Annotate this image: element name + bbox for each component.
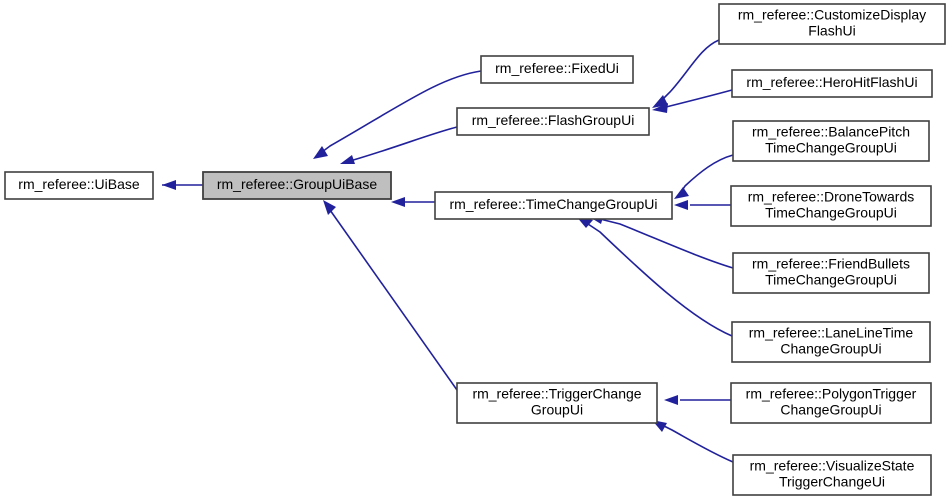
node-box[interactable] <box>456 107 650 136</box>
edge-line <box>663 425 734 463</box>
class-node-flashgroupui[interactable]: rm_referee::FlashGroupUi <box>456 107 650 136</box>
node-label: rm_referee::DroneTowards <box>748 189 915 205</box>
inheritance-edge <box>674 200 731 210</box>
inheritance-edge <box>391 197 435 207</box>
class-node-fixedui[interactable]: rm_referee::FixedUi <box>480 55 634 84</box>
node-box[interactable] <box>732 120 930 162</box>
node-box[interactable] <box>202 171 392 200</box>
edge-arrowhead-icon <box>323 200 336 215</box>
node-label: rm_referee::CustomizeDisplay <box>738 7 926 23</box>
edge-line <box>661 89 733 109</box>
node-label: rm_referee::VisualizeState <box>750 458 915 474</box>
node-box[interactable] <box>718 3 946 45</box>
class-node-uibase[interactable]: rm_referee::UiBase <box>4 171 154 200</box>
node-label: rm_referee::FlashGroupUi <box>472 112 635 128</box>
edge-line <box>661 39 720 101</box>
edge-line <box>680 154 734 193</box>
node-label: TriggerChangeUi <box>779 474 885 490</box>
edge-line <box>587 223 733 337</box>
edge-arrowhead-icon <box>664 395 678 405</box>
inheritance-edge <box>313 70 482 159</box>
node-box[interactable] <box>456 382 658 424</box>
node-label: rm_referee::GroupUiBase <box>217 176 378 192</box>
edge-line <box>349 126 458 162</box>
inheritance-edge <box>340 126 458 164</box>
edge-arrowhead-icon <box>162 180 176 190</box>
node-label: TimeChangeGroupUi <box>765 140 897 156</box>
class-node-balancepitch[interactable]: rm_referee::BalancePitchTimeChangeGroupU… <box>732 120 930 162</box>
node-label: rm_referee::BalancePitch <box>752 124 910 140</box>
inheritance-edge <box>162 180 203 190</box>
nodes-layer: rm_referee::UiBase rm_referee::GroupUiBas… <box>4 3 946 496</box>
node-box[interactable] <box>731 69 933 98</box>
edge-arrowhead-icon <box>340 155 355 164</box>
node-label: rm_referee::FriendBullets <box>752 256 910 272</box>
node-label: rm_referee::TimeChangeGroupUi <box>449 196 657 212</box>
node-label: rm_referee::TriggerChange <box>472 386 641 402</box>
class-node-groupuibase[interactable]: rm_referee::GroupUiBase <box>202 171 392 200</box>
class-node-herohitflashui[interactable]: rm_referee::HeroHitFlashUi <box>731 69 933 98</box>
edge-arrowhead-icon <box>674 187 689 199</box>
inheritance-edge <box>652 39 720 108</box>
node-label: rm_referee::PolygonTrigger <box>746 386 917 402</box>
node-box[interactable] <box>732 252 930 294</box>
inheritance-edge <box>664 395 731 405</box>
inheritance-edge <box>652 89 733 113</box>
node-box[interactable] <box>730 185 932 227</box>
inheritance-edge <box>323 200 458 391</box>
inheritance-edge <box>652 420 734 463</box>
node-label: rm_referee::UiBase <box>18 176 140 192</box>
class-node-dronetowards[interactable]: rm_referee::DroneTowardsTimeChangeGroupU… <box>730 185 932 227</box>
node-label: ChangeGroupUi <box>780 341 881 357</box>
node-box[interactable] <box>730 382 932 424</box>
node-label: TimeChangeGroupUi <box>765 272 897 288</box>
node-label: rm_referee::FixedUi <box>495 60 619 76</box>
edge-line <box>329 209 458 391</box>
node-label: TimeChangeGroupUi <box>765 205 897 221</box>
class-node-visualizestate[interactable]: rm_referee::VisualizeStateTriggerChangeU… <box>732 454 932 496</box>
node-box[interactable] <box>731 321 931 363</box>
edge-line <box>599 218 734 269</box>
edge-arrowhead-icon <box>652 103 668 113</box>
node-label: ChangeGroupUi <box>780 402 881 418</box>
node-label: rm_referee::HeroHitFlashUi <box>746 74 917 90</box>
node-box[interactable] <box>4 171 154 200</box>
node-box[interactable] <box>434 191 673 220</box>
class-node-friendbullets[interactable]: rm_referee::FriendBulletsTimeChangeGroup… <box>732 252 930 294</box>
node-label: FlashUi <box>808 23 855 39</box>
node-box[interactable] <box>480 55 634 84</box>
edge-arrowhead-icon <box>674 200 688 210</box>
inheritance-edge <box>576 216 733 337</box>
edge-arrowhead-icon <box>313 146 328 159</box>
node-label: rm_referee::LaneLineTime <box>749 325 914 341</box>
inheritance-edge <box>674 154 734 199</box>
class-node-timechangegroupui[interactable]: rm_referee::TimeChangeGroupUi <box>434 191 673 220</box>
node-box[interactable] <box>732 454 932 496</box>
edge-line <box>321 70 482 153</box>
edge-arrowhead-icon <box>391 197 405 207</box>
node-label: GroupUi <box>531 402 583 418</box>
